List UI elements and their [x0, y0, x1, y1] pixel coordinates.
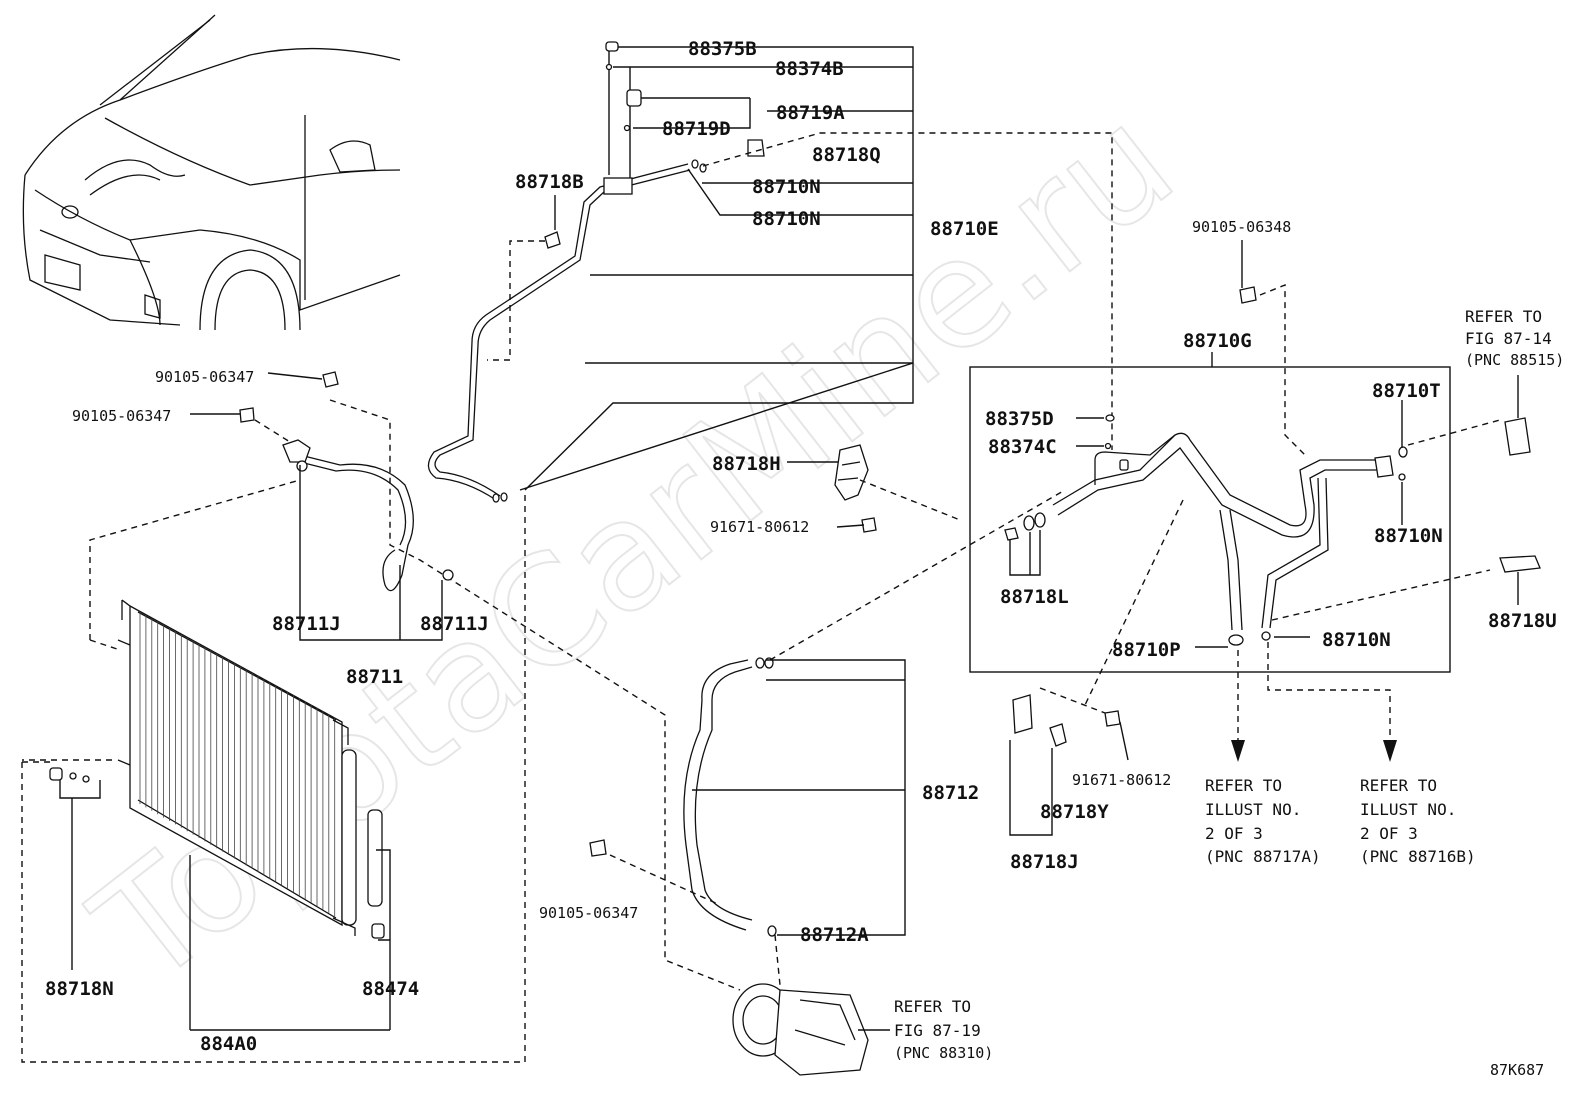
label-88711J-a: 88711J: [272, 613, 341, 635]
compressor-sketch: [732, 983, 890, 1076]
clamp-88718U-icon: [1499, 555, 1541, 573]
label-88718H: 88718H: [712, 453, 781, 475]
label-88718N: 88718N: [45, 978, 114, 1000]
clamp-88718L-icon: [1004, 527, 1019, 541]
label-90105-06347-a: 90105-06347: [155, 368, 254, 386]
label-91671-80612-b: 91671-80612: [1072, 771, 1171, 789]
clamp-88718B-icon: [544, 231, 561, 249]
label-88375B: 88375B: [688, 38, 757, 60]
ref-fig-87-14-line-2: FIG 87-14: [1465, 329, 1552, 348]
ref-fig-87-19-line-1: REFER TO: [894, 997, 971, 1016]
ref-fig-87-19-line-2: FIG 87-19: [894, 1021, 981, 1040]
label-88710E: 88710E: [930, 218, 999, 240]
label-88711J-b: 88711J: [420, 613, 489, 635]
label-88718J: 88718J: [1010, 851, 1079, 873]
clamp-88718Y-icon: [1049, 723, 1067, 747]
ref-fig-87-14-line-3: (PNC 88515): [1465, 351, 1564, 369]
label-88718U: 88718U: [1488, 610, 1557, 632]
label-88718L: 88718L: [1000, 586, 1069, 608]
label-88711: 88711: [346, 666, 403, 688]
ref-fig-87-19-note: REFER TO FIG 87-19 (PNC 88310): [894, 997, 993, 1062]
label-88710P: 88710P: [1112, 639, 1181, 661]
label-88474: 88474: [362, 978, 419, 1000]
bolt-90105-06347-icon: [589, 839, 607, 857]
label-88710N-c: 88710N: [1374, 525, 1443, 547]
hose-88711: [190, 371, 454, 641]
label-88718Y: 88718Y: [1040, 801, 1109, 823]
ref-illust-b-line-3: 2 OF 3: [1360, 824, 1418, 843]
clamp-88718Q-icon: [747, 139, 765, 157]
label-88374B: 88374B: [775, 58, 844, 80]
ref-illust-2of3-b-note: REFER TO ILLUST NO. 2 OF 3 (PNC 88716B): [1360, 776, 1476, 866]
label-88375D: 88375D: [985, 408, 1054, 430]
bolt-91671-80612-icon: [1104, 710, 1121, 727]
hose-88712: [589, 489, 1066, 986]
receiver-88474-icon: [367, 809, 383, 907]
ref-illust-a-line-4: (PNC 88717A): [1205, 847, 1321, 866]
cap-88375B-icon: [605, 41, 619, 52]
label-90105-06347-b: 90105-06347: [72, 407, 171, 425]
bracket-88718H: [787, 444, 961, 533]
label-884A0: 884A0: [200, 1033, 257, 1055]
tube-88710G-box: [969, 240, 1501, 762]
label-88374C: 88374C: [988, 436, 1057, 458]
label-88710N-b: 88710N: [752, 208, 821, 230]
arrow-down-icon: [1231, 740, 1245, 762]
o-ring-88374B-icon: [605, 63, 613, 71]
label-88719A: 88719A: [776, 102, 845, 124]
bolt-90105-06348-icon: [1239, 286, 1257, 304]
label-91671-80612-a: 91671-80612: [710, 518, 809, 536]
label-88710N-a: 88710N: [752, 176, 821, 198]
vehicle-location-sketch: [22, 14, 401, 331]
bolt-90105-06347-icon: [322, 371, 339, 388]
condenser-884A0: [49, 599, 385, 939]
ref-illust-b-line-1: REFER TO: [1360, 776, 1437, 795]
label-88719D: 88719D: [662, 118, 731, 140]
ref-illust-a-line-1: REFER TO: [1205, 776, 1282, 795]
label-88712A: 88712A: [800, 924, 869, 946]
ref-illust-a-line-2: ILLUST NO.: [1205, 800, 1301, 819]
ref-illust-b-line-2: ILLUST NO.: [1360, 800, 1456, 819]
ref-fig-87-14-note: REFER TO FIG 87-14 (PNC 88515): [1465, 307, 1564, 369]
watermark-text: ToyotaCarMine.ru: [64, 74, 1205, 1018]
label-90105-06347-c: 90105-06347: [539, 904, 638, 922]
label-88710N-d: 88710N: [1322, 629, 1391, 651]
label-88718B: 88718B: [515, 171, 584, 193]
label-88712: 88712: [922, 782, 979, 804]
ref-illust-2of3-a-note: REFER TO ILLUST NO. 2 OF 3 (PNC 88717A): [1205, 776, 1321, 866]
bracket-88718J: [1009, 687, 1129, 836]
arrow-down-icon: [1383, 740, 1397, 762]
valve-88719A-icon: [626, 89, 642, 107]
ref-illust-a-line-3: 2 OF 3: [1205, 824, 1263, 843]
label-90105-06348: 90105-06348: [1192, 218, 1291, 236]
label-88710G: 88710G: [1183, 330, 1252, 352]
ref-fig-87-19-line-3: (PNC 88310): [894, 1044, 993, 1062]
figure-code: 87K687: [1490, 1061, 1544, 1079]
cap-88718N-icon: [49, 767, 63, 781]
ref-illust-b-line-4: (PNC 88716B): [1360, 847, 1476, 866]
label-88718Q: 88718Q: [812, 144, 881, 166]
bolt-90105-06347-icon: [239, 407, 255, 423]
pressure-sensor-icon: [1504, 417, 1531, 456]
label-88710T: 88710T: [1372, 380, 1441, 402]
ref-fig-87-14-line-1: REFER TO: [1465, 307, 1542, 326]
tube-88710E-group: [427, 41, 1113, 503]
